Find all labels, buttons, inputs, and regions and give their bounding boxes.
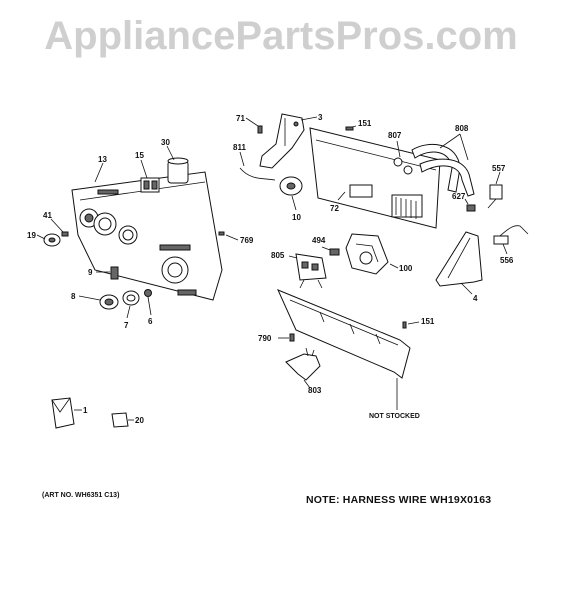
- screw-769[interactable]: [218, 231, 225, 236]
- label-72: 72: [330, 204, 339, 213]
- screw-790[interactable]: [289, 333, 295, 342]
- label-13: 13: [98, 155, 107, 164]
- switch-15[interactable]: [140, 177, 160, 193]
- valve-557[interactable]: [487, 184, 503, 209]
- art-number: (ART NO. WH6351 C13): [42, 492, 120, 499]
- switch-805[interactable]: [295, 253, 327, 289]
- washer-807[interactable]: [393, 157, 413, 175]
- label-557: 557: [492, 164, 506, 173]
- capacitor-30[interactable]: [167, 157, 189, 184]
- label-71: 71: [236, 114, 245, 123]
- label-627: 627: [452, 192, 466, 201]
- label-556: 556: [500, 256, 514, 265]
- cabinet-top-not-stocked[interactable]: [277, 289, 411, 379]
- hose-811[interactable]: [239, 167, 276, 181]
- label-805: 805: [271, 251, 285, 260]
- label-4: 4: [473, 294, 478, 303]
- label-30: 30: [161, 138, 170, 147]
- label-8: 8: [71, 292, 76, 301]
- label-20: 20: [135, 416, 144, 425]
- screw-151-bottom[interactable]: [402, 321, 407, 329]
- clip-627[interactable]: [466, 204, 476, 212]
- clip-41[interactable]: [61, 231, 69, 237]
- part-9[interactable]: [110, 266, 119, 280]
- harness-note: NOTE: HARNESS WIRE WH19X0163: [306, 494, 492, 506]
- hoses-808[interactable]: [411, 143, 475, 197]
- label-19: 19: [27, 231, 36, 240]
- control-module-100[interactable]: [345, 233, 389, 275]
- label-3: 3: [318, 113, 323, 122]
- label-15: 15: [135, 151, 144, 160]
- knob-19[interactable]: [43, 233, 61, 247]
- label-sheet-20[interactable]: [111, 412, 129, 428]
- bracket-3[interactable]: [259, 113, 305, 169]
- part-803[interactable]: [285, 347, 321, 381]
- manual-1[interactable]: [51, 397, 75, 429]
- label-811: 811: [233, 143, 246, 152]
- label-769: 769: [240, 236, 254, 245]
- not-stocked-label: NOT STOCKED: [369, 413, 420, 420]
- screw-71[interactable]: [257, 125, 263, 134]
- label-9: 9: [88, 268, 93, 277]
- harness-556[interactable]: [493, 225, 529, 245]
- screw-151-top[interactable]: [345, 126, 354, 131]
- label-7: 7: [124, 321, 129, 330]
- part-6[interactable]: [144, 289, 152, 297]
- label-1: 1: [83, 406, 88, 415]
- disc-7[interactable]: [122, 290, 140, 306]
- knob-8[interactable]: [99, 294, 119, 310]
- label-151-bottom: 151: [421, 317, 435, 326]
- label-494: 494: [312, 236, 326, 245]
- label-808: 808: [455, 124, 469, 133]
- label-10: 10: [292, 213, 301, 222]
- label-41: 41: [43, 211, 52, 220]
- pressure-switch-10[interactable]: [279, 176, 303, 196]
- label-790: 790: [258, 334, 272, 343]
- label-100: 100: [399, 264, 413, 273]
- backsplash-72[interactable]: [309, 127, 441, 229]
- part-494[interactable]: [329, 248, 340, 256]
- label-6: 6: [148, 317, 153, 326]
- label-151-top: 151: [358, 119, 372, 128]
- label-803: 803: [308, 386, 322, 395]
- endcap-4[interactable]: [435, 231, 483, 287]
- label-807: 807: [388, 131, 402, 140]
- watermark: AppliancePartsPros.com: [44, 14, 518, 58]
- control-panel-13[interactable]: [71, 171, 223, 301]
